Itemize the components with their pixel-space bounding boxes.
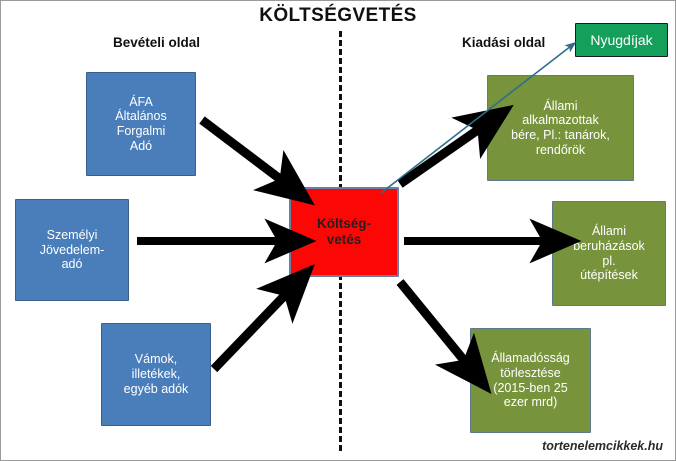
expense-box-public-wages[interactable]: Állami alkalmazottak bére, Pl.: tanárok,… [487,75,634,181]
expense-side-label: Kiadási oldal [462,35,546,50]
income-box-personal-income-tax[interactable]: Személyi Jövedelem- adó [15,199,129,301]
page-title: KÖLTSÉGVETÉS [259,5,417,26]
income-box-duties-other-taxes[interactable]: Vámok, illetékek, egyéb adók [101,323,211,426]
arrow-vat-to-budget [199,116,315,206]
arrow-budget-to-wages [397,104,514,188]
pension-box[interactable]: Nyugdíjak [575,23,668,57]
watermark: tortenelemcikkek.hu [542,439,663,453]
income-side-label: Bevételi oldal [113,35,201,50]
center-box-budget[interactable]: Költség- vetés [289,187,399,277]
arrow-budget-to-debt [396,279,492,394]
income-box-vat[interactable]: ÁFA Általános Forgalmi Adó [86,72,196,176]
arrow-duties-to-budget [210,264,315,373]
expense-box-investments[interactable]: Állami beruházások pl. útépítések [552,201,666,306]
expense-box-debt-repayment[interactable]: Államadósság törlesztése (2015-ben 25 ez… [470,328,591,433]
